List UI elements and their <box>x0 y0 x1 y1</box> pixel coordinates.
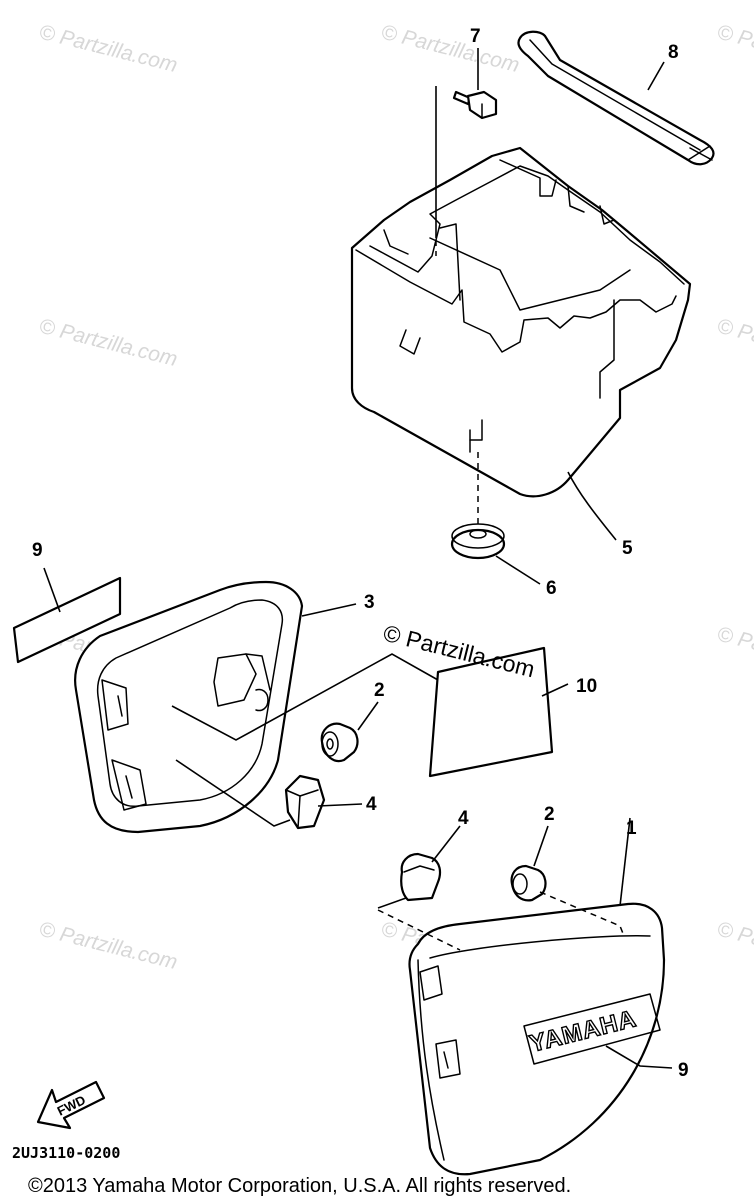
watermark: © Partzilla.com <box>715 315 754 372</box>
bolt <box>452 90 498 120</box>
copyright: ©2013 Yamaha Motor Corporation, U.S.A. A… <box>28 1175 571 1197</box>
side-cover-inner <box>74 580 304 834</box>
damper <box>320 722 359 763</box>
callout-4-lower: 4 <box>458 808 469 829</box>
side-cover-outer: YAMAHA <box>408 902 666 1176</box>
callouts: 7 8 5 6 9 3 2 10 4 4 2 1 9 <box>32 26 689 1081</box>
watermark: © Partzilla.com <box>715 21 754 78</box>
battery-box <box>350 146 692 498</box>
battery-band <box>517 30 715 166</box>
watermark: © Partzilla.com <box>37 918 180 975</box>
watermark: © Partzilla.com <box>379 21 522 78</box>
watermark: © Partzilla.com <box>715 918 754 975</box>
callout-1: 1 <box>626 818 637 839</box>
watermark: © Partzilla.com <box>37 315 180 372</box>
watermark: © Partzilla.com <box>715 623 754 680</box>
leader-lines <box>43 48 673 1069</box>
callout-7: 7 <box>470 26 481 47</box>
diagram-code: 2UJ3110-0200 <box>12 1144 120 1162</box>
callout-2-lower: 2 <box>544 804 555 825</box>
emblem-label <box>12 576 122 664</box>
callout-9-upper: 9 <box>32 540 43 561</box>
callout-9-lower: 9 <box>678 1060 689 1081</box>
callout-6: 6 <box>546 578 557 599</box>
fwd-arrow-icon: FWD <box>36 1080 106 1130</box>
sticker <box>428 646 554 778</box>
callout-4-upper: 4 <box>366 794 377 815</box>
callout-3: 3 <box>364 592 375 613</box>
callout-10: 10 <box>576 676 597 697</box>
damper <box>510 864 547 902</box>
callout-8: 8 <box>668 42 679 63</box>
clip <box>400 852 442 902</box>
clip <box>284 774 326 830</box>
watermark: © Partzilla.com <box>37 21 180 78</box>
callout-2-upper: 2 <box>374 680 385 701</box>
callout-5: 5 <box>622 538 633 559</box>
